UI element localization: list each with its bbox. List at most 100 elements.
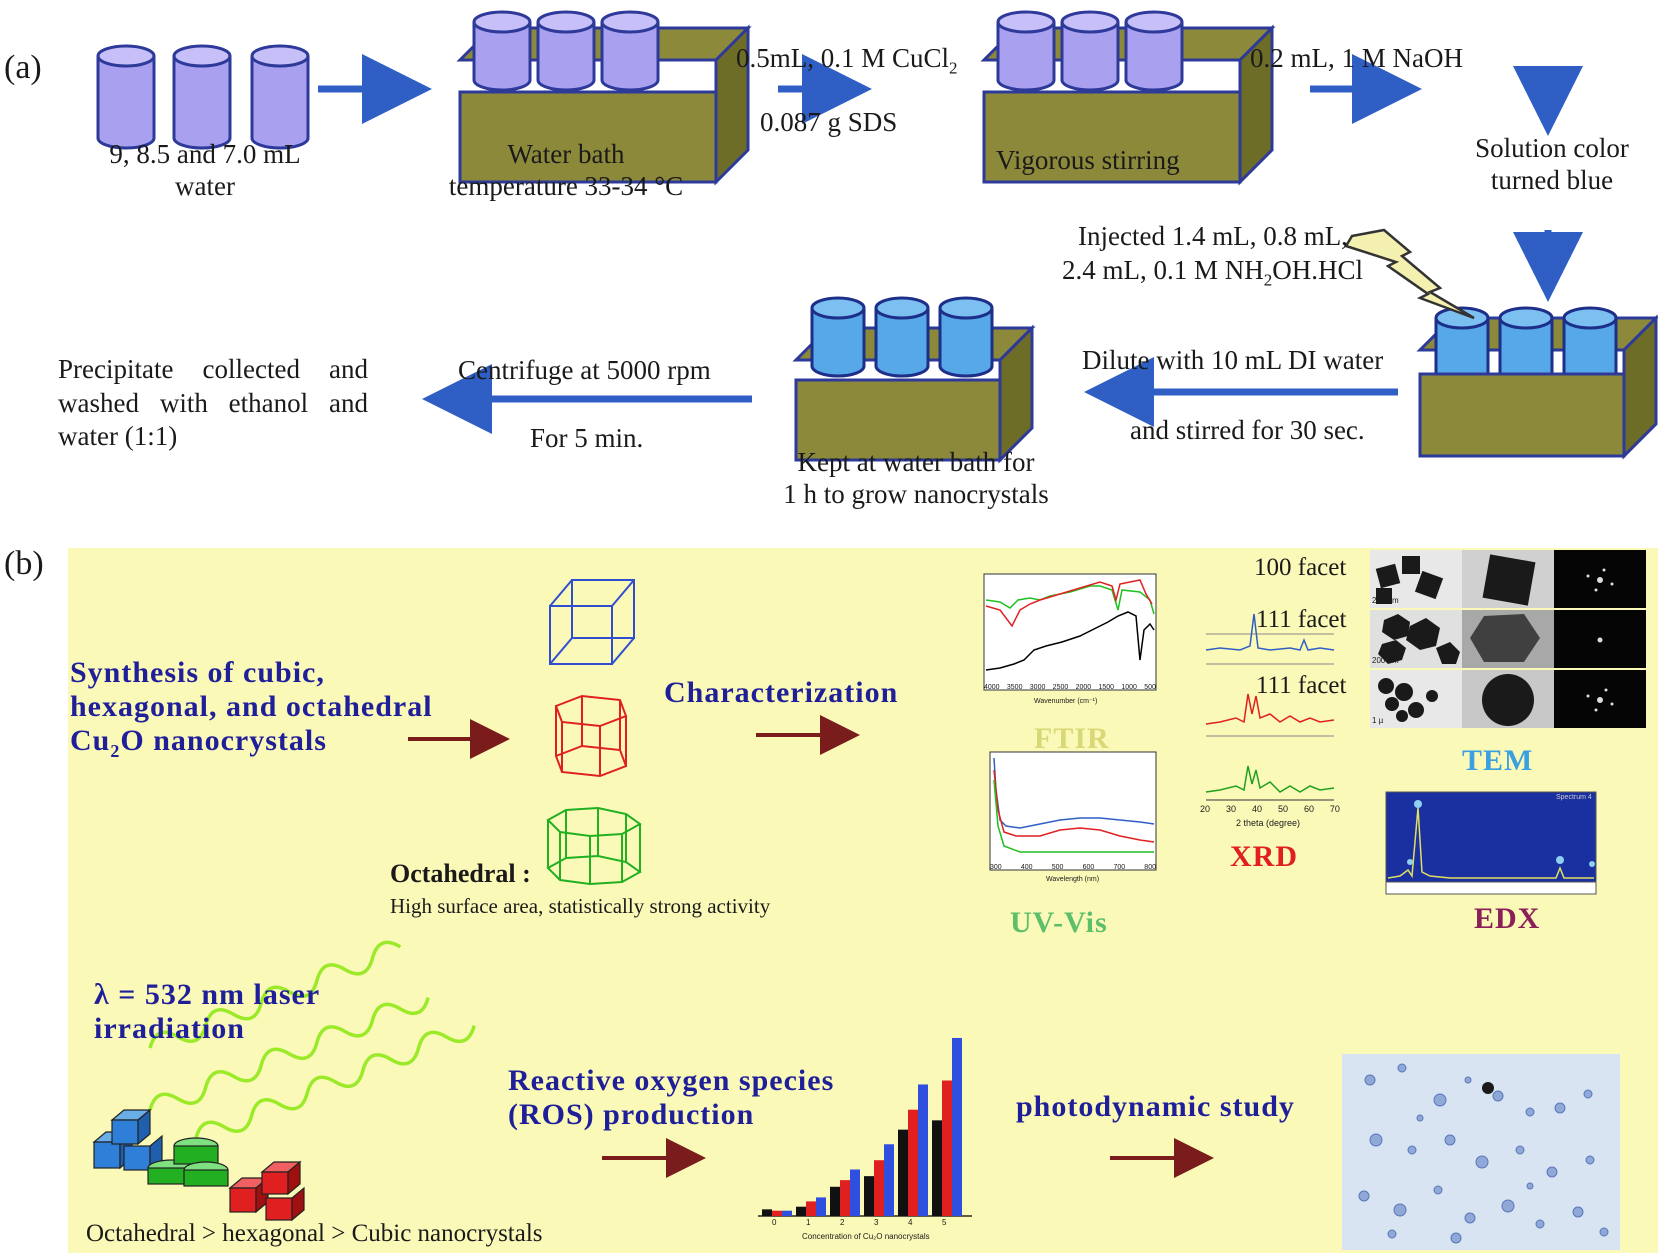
tem-scale-1: 200 nm [1372, 596, 1399, 605]
xrd-label: XRD [1230, 840, 1298, 873]
ros-title-line-1: Reactive oxygen species [508, 1064, 835, 1097]
laser-title-line-1: λ = 532 nm laser [94, 978, 321, 1011]
ftir-tick: 500 [1144, 684, 1156, 691]
water-caption: 9, 8.5 and 7.0 mL water [90, 138, 320, 202]
synthesis-title-line-1: Synthesis of cubic, [70, 656, 325, 689]
ftir-label: FTIR [1034, 722, 1110, 755]
kept-caption-line-1: Kept at water bath for [797, 447, 1035, 477]
water-bath-blue-middle [792, 296, 1036, 464]
ros-bar-3-blue [884, 1144, 894, 1216]
kept-caption-line-2: 1 h to grow nanocrystals [783, 479, 1049, 509]
ros-bar-2-blue [850, 1169, 860, 1216]
ros-tick: 1 [806, 1218, 811, 1227]
precipitate-line-1: Precipitate collected and [58, 354, 368, 384]
cucl2-label: 0.5mL, 0.1 M CuCl2 [736, 42, 958, 84]
laser-waves [148, 940, 476, 1139]
octahedral-prism-wireframe-icon [546, 806, 642, 886]
ros-xlabel: Concentration of Cu₂O nanocrystals [802, 1232, 930, 1241]
inject-subscript: 2 [1263, 270, 1273, 290]
ros-bar-0-black [762, 1209, 772, 1216]
tem-scale-3: 1 µ [1372, 716, 1384, 725]
process-arrows [318, 54, 1583, 434]
characterization-label: Characterization [664, 676, 899, 709]
bath-caption: Water bath temperature 33-34 °C [436, 138, 696, 202]
facet-111-label-2: 111 facet [1256, 672, 1347, 699]
ros-bar-5-blue [952, 1037, 962, 1216]
ftir-spectrum-plot [983, 573, 1157, 691]
water-bath-purple-1 [456, 10, 752, 186]
ftir-tick: 2000 [1075, 684, 1092, 691]
nanocrystal-order-caption: Octahedral > hexagonal > Cubic nanocryst… [86, 1220, 543, 1247]
cucl2-text: 0.5mL, 0.1 M CuCl [736, 43, 950, 73]
ros-tick: 0 [772, 1218, 777, 1227]
injection-bolt-icon [1344, 228, 1475, 320]
edx-spectrum-plot [1385, 791, 1597, 895]
uv-tick: 800 [1144, 864, 1156, 871]
panel-b-arrows [408, 715, 1214, 1178]
synthesis-title-line-2: hexagonal, and octahedral [70, 690, 433, 723]
nanocrystal-blocks-icon [92, 1108, 305, 1222]
edx-label: EDX [1474, 902, 1541, 935]
ros-tick: 2 [840, 1218, 845, 1227]
inject-text-a: 2.4 mL, 0.1 M NH [1062, 255, 1264, 285]
inject-text-b: OH.HCl [1272, 255, 1364, 285]
sds-label: 0.087 g SDS [760, 107, 898, 137]
blue-caption-line-2: turned blue [1490, 165, 1614, 195]
ros-tick: 4 [908, 1218, 913, 1227]
xrd-tick: 70 [1329, 804, 1340, 814]
facet-111-label-1: 111 facet [1256, 606, 1347, 633]
ftir-xlabel: Wavenumber (cm⁻¹) [1034, 698, 1098, 705]
uvvis-spectrum-plot [989, 751, 1157, 871]
ros-title-line-2: (ROS) production [508, 1098, 755, 1131]
precipitate-line-3: water (1:1) [58, 421, 178, 451]
edx-spectrum-label: Spectrum 4 [1556, 794, 1592, 801]
ros-bar-1-blue [816, 1197, 826, 1216]
stirred-label: and stirred for 30 sec. [1130, 415, 1365, 445]
ros-bar-1-black [796, 1206, 806, 1216]
ros-bar-4-blue [918, 1084, 928, 1216]
xrd-xlabel: 2 theta (degree) [1236, 818, 1301, 828]
blue-solution-caption: Solution color turned blue [1452, 132, 1652, 196]
precipitate-line-2: washed with ethanol and [58, 388, 368, 418]
ftir-tick: 1000 [1121, 684, 1137, 691]
uv-tick: 500 [1051, 864, 1064, 871]
dilute-label: Dilute with 10 mL DI water [1082, 345, 1384, 375]
kept-caption: Kept at water bath for 1 h to grow nanoc… [766, 446, 1066, 510]
uvvis-label: UV-Vis [1010, 906, 1108, 939]
uv-xlabel: Wavelength (nm) [1046, 876, 1100, 883]
ros-bar-2-red [840, 1180, 850, 1216]
stirring-label: Vigorous stirring [996, 145, 1180, 175]
photodynamic-microscopy-image [1342, 1054, 1620, 1250]
ros-bar-4-black [898, 1129, 908, 1216]
ros-bar-1-red [806, 1201, 816, 1216]
water-bath-blue-right [1416, 306, 1658, 460]
xrd-pattern-plots [1205, 613, 1335, 801]
cube-wireframe-icon [549, 579, 635, 665]
uv-tick: 600 [1082, 864, 1095, 871]
inject-line-2: 2.4 mL, 0.1 M NH2OH.HCl [1062, 254, 1363, 296]
hexagonal-prism-wireframe-icon [554, 694, 628, 778]
uv-tick: 300 [990, 864, 1002, 871]
ros-bar-0-blue [782, 1210, 792, 1216]
synthesis-title-line-3: Cu2O nanocrystals [70, 724, 327, 768]
panel-b-label: (b) [4, 545, 44, 582]
tem-scale-2: 200 nm [1372, 656, 1399, 665]
water-beakers [96, 44, 310, 150]
uv-tick: 700 [1113, 864, 1126, 871]
ftir-tick: 4000 [984, 684, 1000, 691]
ros-bar-0-red [772, 1210, 782, 1216]
cucl2-subscript: 2 [949, 58, 958, 78]
naoh-label: 0.2 mL, 1 M NaOH [1250, 43, 1463, 73]
xrd-tick: 30 [1225, 804, 1236, 814]
xrd-tick: 20 [1200, 804, 1211, 814]
centrifuge-label: Centrifuge at 5000 rpm [458, 355, 711, 385]
ros-bar-chart [758, 1037, 972, 1217]
ftir-tick: 3500 [1006, 684, 1023, 691]
xrd-tick: 50 [1277, 804, 1288, 814]
ros-bar-5-black [932, 1120, 942, 1216]
photodynamic-label: photodynamic study [1016, 1090, 1295, 1123]
